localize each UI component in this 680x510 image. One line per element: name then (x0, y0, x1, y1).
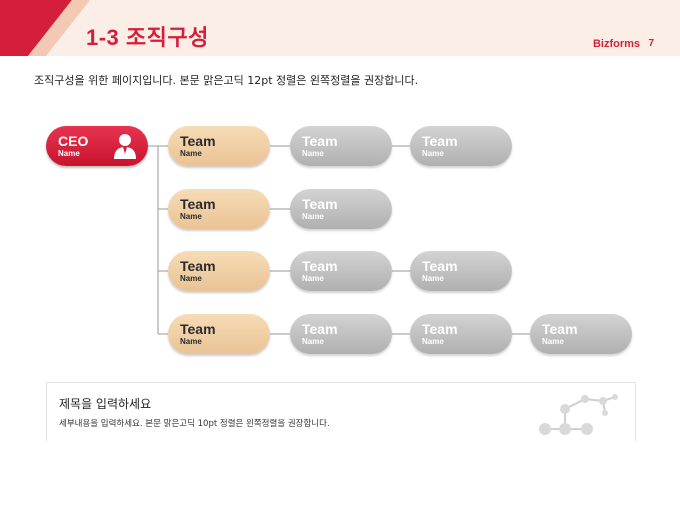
note-title[interactable]: 제목을 입력하세요 (59, 397, 152, 411)
team-title: Team (180, 258, 216, 274)
member-node[interactable]: Team Name (410, 126, 512, 166)
team-title: Team (180, 196, 216, 212)
member-node[interactable]: Team Name (530, 314, 632, 354)
team-name: Name (180, 337, 202, 346)
member-title: Team (422, 133, 458, 149)
intro-text: 조직구성을 위한 페이지입니다. 본문 맑은고딕 12pt 정렬은 왼쪽정렬을 … (34, 74, 419, 87)
member-node[interactable]: Team Name (290, 126, 392, 166)
member-name: Name (302, 212, 324, 221)
ceo-name: Name (58, 149, 80, 158)
header-accent-shape (0, 0, 90, 56)
team-title: Team (180, 133, 216, 149)
member-title: Team (302, 321, 338, 337)
page-number: 7 (648, 38, 654, 49)
team-name: Name (180, 212, 202, 221)
note-body[interactable]: 세부내용을 입력하세요. 본문 맑은고딕 10pt 정렬은 왼쪽정렬을 권장합니… (59, 419, 330, 429)
member-name: Name (302, 149, 324, 158)
member-name: Name (302, 337, 324, 346)
member-node[interactable]: Team Name (410, 314, 512, 354)
member-node[interactable]: Team Name (290, 251, 392, 291)
header-bar: 1-3 조직구성 Bizforms 7 (0, 0, 680, 56)
note-box: 제목을 입력하세요 세부내용을 입력하세요. 본문 맑은고딕 10pt 정렬은 … (46, 382, 636, 441)
brand-label: Bizforms (592, 38, 640, 50)
member-node[interactable]: Team Name (410, 251, 512, 291)
ceo-node[interactable]: CEO Name (46, 126, 148, 166)
member-name: Name (302, 274, 324, 283)
page-title: 1-3 조직구성 (86, 25, 209, 50)
person-icon (114, 134, 136, 159)
member-title: Team (422, 321, 458, 337)
team-node[interactable]: Team Name (168, 189, 270, 229)
team-node[interactable]: Team Name (168, 314, 270, 354)
member-title: Team (302, 133, 338, 149)
molecule-icon (539, 394, 618, 435)
member-name: Name (422, 337, 444, 346)
member-node[interactable]: Team Name (290, 189, 392, 229)
member-node[interactable]: Team Name (290, 314, 392, 354)
member-title: Team (542, 321, 578, 337)
member-name: Name (422, 274, 444, 283)
member-name: Name (542, 337, 564, 346)
team-node[interactable]: Team Name (168, 251, 270, 291)
member-title: Team (302, 196, 338, 212)
member-name: Name (422, 149, 444, 158)
member-title: Team (302, 258, 338, 274)
team-node[interactable]: Team Name (168, 126, 270, 166)
member-title: Team (422, 258, 458, 274)
ceo-title: CEO (58, 133, 89, 149)
team-name: Name (180, 149, 202, 158)
team-name: Name (180, 274, 202, 283)
team-title: Team (180, 321, 216, 337)
